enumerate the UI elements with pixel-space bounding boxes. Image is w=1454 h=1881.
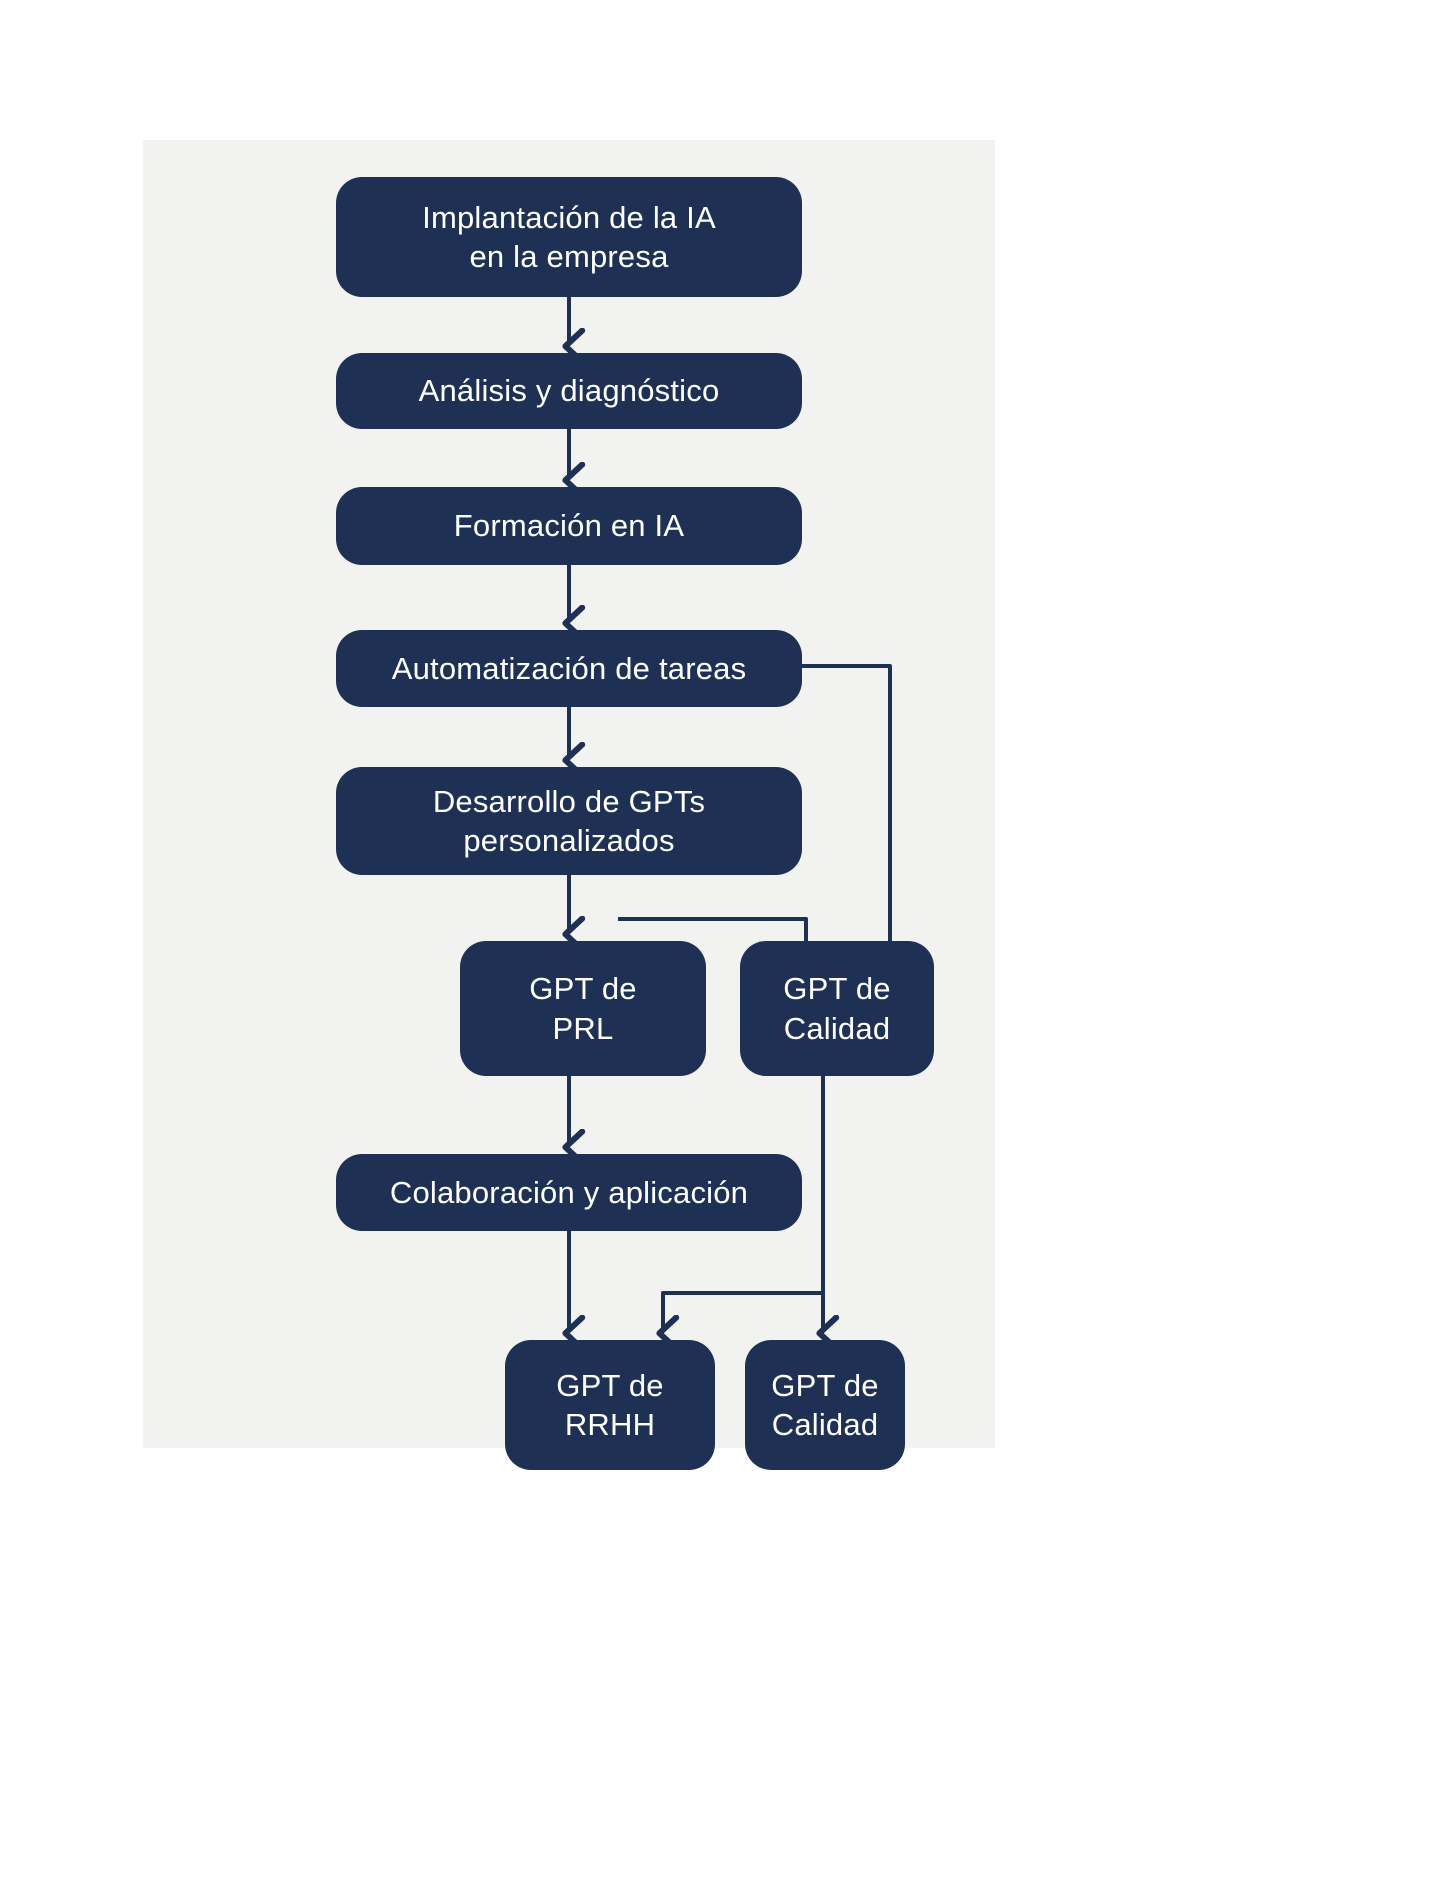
node-gpt-calidad-lower-label: GPT de Calidad [771,1367,879,1442]
node-gpt-prl-label: GPT de PRL [529,971,637,1046]
node-automatizacion[interactable]: Automatización de tareas [336,630,802,707]
node-formacion-label: Formación en IA [453,508,685,544]
node-gpt-rrhh[interactable]: GPT de RRHH [505,1340,715,1470]
node-colaboracion-label: Colaboración y aplicación [389,1174,749,1210]
node-colaboracion[interactable]: Colaboración y aplicación [336,1154,802,1231]
node-analisis[interactable]: Análisis y diagnóstico [336,353,802,429]
node-desarrollo-label: Desarrollo de GPTs personalizados [432,783,706,858]
node-gpt-calidad-upper[interactable]: GPT de Calidad [740,941,934,1076]
node-implantacion[interactable]: Implantación de la IA en la empresa [336,177,802,297]
node-gpt-calidad-upper-label: GPT de Calidad [783,971,891,1046]
node-gpt-prl[interactable]: GPT de PRL [460,941,706,1076]
node-implantacion-label: Implantación de la IA en la empresa [422,199,716,274]
node-formacion[interactable]: Formación en IA [336,487,802,565]
node-automatizacion-label: Automatización de tareas [391,650,747,686]
node-desarrollo[interactable]: Desarrollo de GPTs personalizados [336,767,802,875]
node-gpt-calidad-lower[interactable]: GPT de Calidad [745,1340,905,1470]
node-gpt-rrhh-label: GPT de RRHH [556,1367,664,1442]
node-analisis-label: Análisis y diagnóstico [418,373,720,409]
